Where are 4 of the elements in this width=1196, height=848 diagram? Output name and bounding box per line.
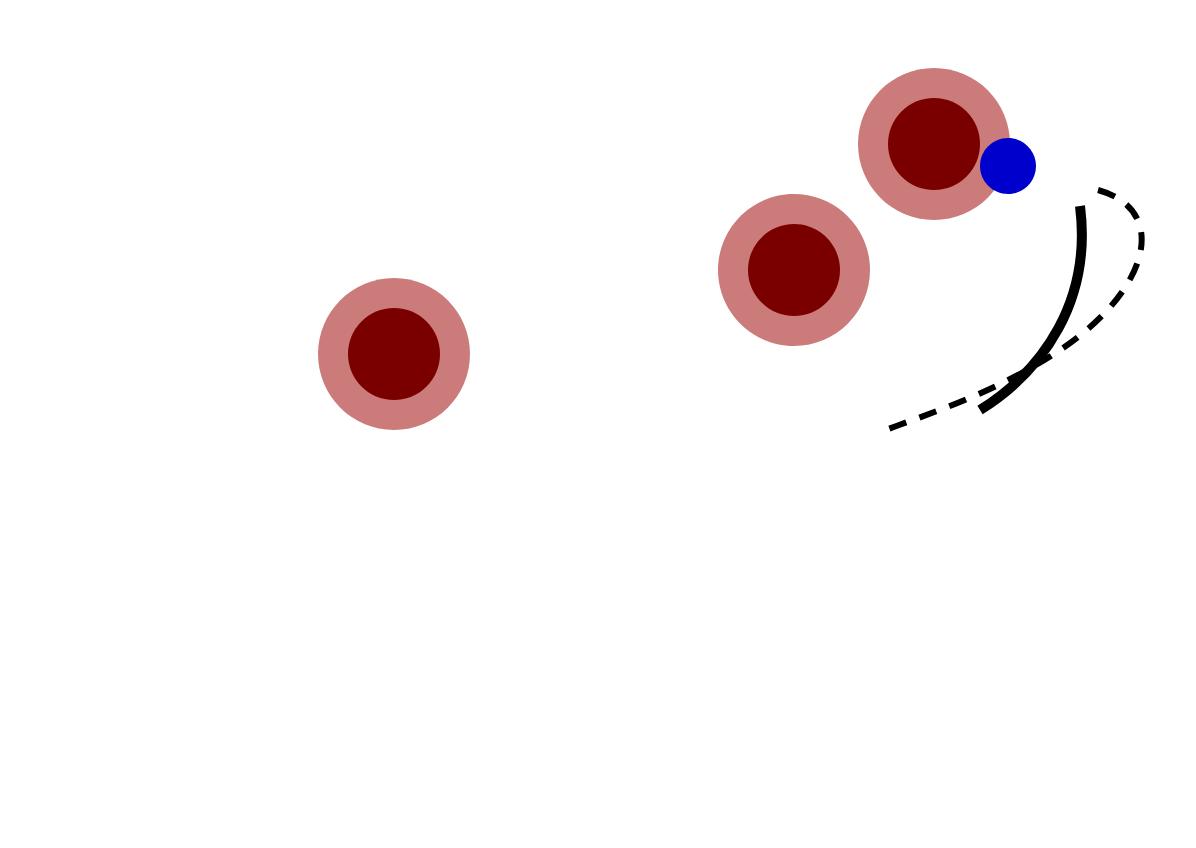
particle — [858, 68, 1010, 220]
particle — [718, 194, 870, 346]
dot — [980, 138, 1036, 194]
particle — [318, 278, 470, 430]
